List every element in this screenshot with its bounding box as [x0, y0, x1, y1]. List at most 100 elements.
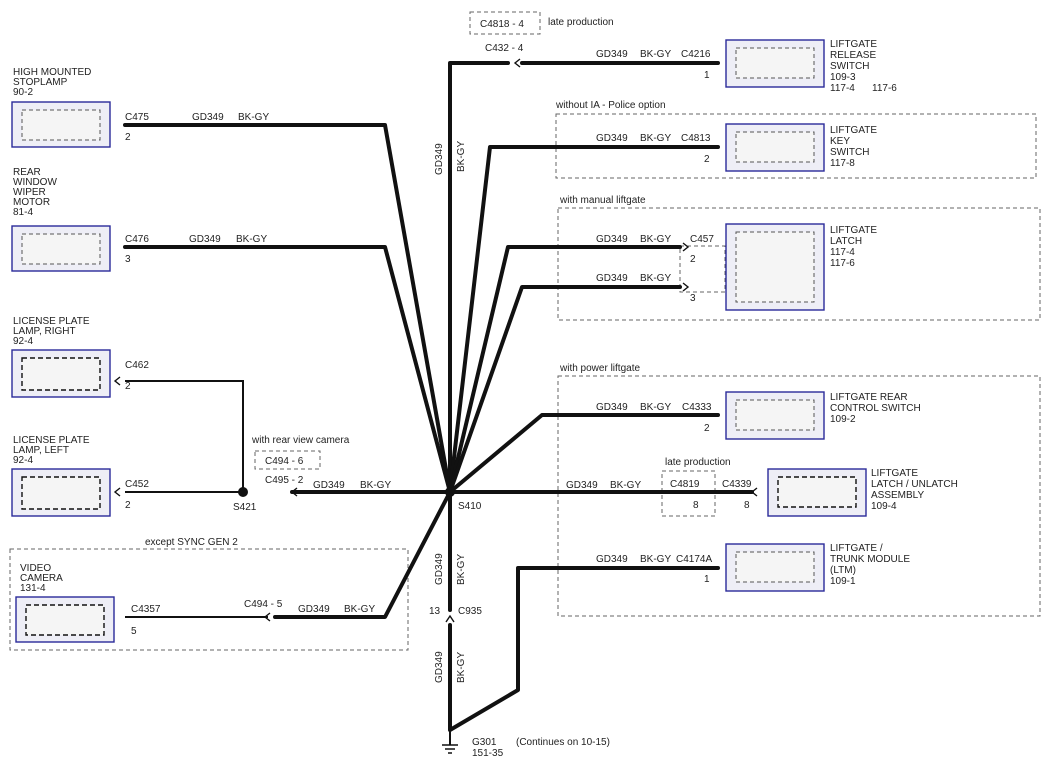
wiper-box-inner — [21, 233, 101, 265]
latch-assembly-name-1: LIFTGATE — [871, 468, 918, 479]
wiper-name-3: WIPER — [13, 187, 46, 198]
camera-name-2: CAMERA — [20, 573, 63, 584]
key-name-2: KEY — [830, 136, 850, 147]
c494-6-label: C494 - 6 — [265, 456, 304, 467]
latch-circuit-3: GD349 — [596, 273, 628, 284]
latch-color-2: BK-GY — [640, 234, 671, 245]
key-circuit: GD349 — [596, 133, 628, 144]
stoplamp-color: BK-GY — [238, 112, 269, 123]
region-without-ia — [555, 113, 1037, 179]
wiper-name-4: MOTOR — [13, 197, 50, 208]
rear-control-name-2: CONTROL SWITCH — [830, 403, 921, 414]
camera-ref: 131-4 — [20, 583, 46, 594]
release-connector: C4216 — [681, 49, 711, 60]
wiper-name-1: REAR — [13, 167, 41, 178]
wiper-ref: 81-4 — [13, 207, 33, 218]
release-color: BK-GY — [640, 49, 671, 60]
camera-box-inner — [25, 604, 105, 636]
latch-connector: C457 — [690, 234, 714, 245]
ltm-name-1: LIFTGATE / — [830, 543, 883, 554]
c495-arrow-icon — [290, 487, 298, 497]
wiper-name-2: WINDOW — [13, 177, 57, 188]
release-circuit: GD349 — [596, 49, 628, 60]
s421-color: BK-GY — [360, 480, 391, 491]
except-sync-label: except SYNC GEN 2 — [145, 537, 238, 548]
release-name-3: SWITCH — [830, 61, 869, 72]
rear-control-box-inner — [735, 399, 815, 431]
c457-box — [679, 245, 726, 293]
release-name-2: RELEASE — [830, 50, 876, 61]
wire-stoplamp — [123, 123, 452, 494]
latch-name-2: LATCH — [830, 236, 862, 247]
key-name-1: LIFTGATE — [830, 125, 877, 136]
c457-2-arrow-icon — [682, 242, 690, 252]
camera-name-1: VIDEO — [20, 563, 51, 574]
latch-assembly-circuit: GD349 — [566, 480, 598, 491]
c4339-arrow-icon — [750, 487, 758, 497]
latch-pin-2: 2 — [690, 254, 696, 265]
release-ref-2: 117-4 — [830, 83, 855, 94]
wiper-color: BK-GY — [236, 234, 267, 245]
release-ref-3: 117-6 — [872, 83, 897, 94]
c935-arrow-icon — [445, 614, 455, 623]
license-right-name-2: LAMP, RIGHT — [13, 326, 76, 337]
key-ref: 117-8 — [830, 158, 855, 169]
continues-label: (Continues on 10-15) — [516, 737, 610, 748]
ltm-box-inner — [735, 551, 815, 583]
key-connector: C4813 — [681, 133, 711, 144]
rear-control-name-1: LIFTGATE REAR — [830, 392, 908, 403]
latch-assembly-name-3: ASSEMBLY — [871, 490, 924, 501]
rear-view-camera-label: with rear view camera — [251, 435, 350, 446]
ground-circuit-label: GD349 — [434, 651, 445, 683]
wire-wiper — [123, 245, 452, 494]
without-ia-label: without IA - Police option — [555, 100, 666, 111]
wire-latch-3 — [448, 285, 682, 494]
c462-arrow-icon — [113, 376, 121, 386]
release-switch-box-inner — [735, 47, 815, 79]
ltm-connector: C4174A — [676, 554, 712, 565]
ground-icon — [442, 744, 458, 754]
wire-license-right — [125, 380, 244, 492]
ltm-name-2: TRUNK MODULE — [830, 554, 910, 565]
c4819-label: C4819 — [670, 479, 700, 490]
ltm-circuit: GD349 — [596, 554, 628, 565]
camera-color: BK-GY — [344, 604, 375, 615]
s410-label: S410 — [458, 501, 482, 512]
trunk-circuit-label: GD349 — [434, 143, 445, 175]
latch-color-3: BK-GY — [640, 273, 671, 284]
key-pin: 2 — [704, 154, 710, 165]
s421-label: S421 — [233, 502, 257, 513]
splice-s410 — [445, 487, 455, 497]
splice-s421 — [238, 487, 248, 497]
g301-ref: 151-35 — [472, 748, 504, 759]
ground-color-label: BK-GY — [456, 652, 467, 683]
camera-inline: C494 - 5 — [244, 599, 283, 610]
stoplamp-box-inner — [21, 109, 101, 141]
c935-pin: 13 — [429, 606, 441, 617]
lower-circuit-label: GD349 — [434, 553, 445, 585]
license-left-name-2: LAMP, LEFT — [13, 445, 69, 456]
license-left-box-inner — [21, 476, 101, 510]
c457-3-arrow-icon — [682, 282, 690, 292]
camera-connector: C4357 — [131, 604, 161, 615]
c432-label: C432 - 4 — [485, 43, 524, 54]
latch-ref-1: 117-4 — [830, 247, 855, 258]
stoplamp-name-1: HIGH MOUNTED — [13, 67, 91, 78]
g301-label: G301 — [472, 737, 497, 748]
c432-arrow-icon — [513, 58, 521, 68]
latch-ref-2: 117-6 — [830, 258, 855, 269]
c935-label: C935 — [458, 606, 482, 617]
rear-control-ref: 109-2 — [830, 414, 856, 425]
c494-5-arrow-icon — [263, 612, 271, 622]
c494-6-box — [254, 450, 321, 470]
wire-key-switch — [448, 145, 720, 494]
license-right-name-1: LICENSE PLATE — [13, 316, 90, 327]
key-color: BK-GY — [640, 133, 671, 144]
license-right-connector: C462 — [125, 360, 149, 371]
latch-assembly-connector: C4339 — [722, 479, 752, 490]
latch-pin-3: 3 — [690, 293, 696, 304]
region-except-sync — [9, 548, 409, 651]
region-power-liftgate — [557, 375, 1041, 617]
rear-control-pin: 2 — [704, 423, 710, 434]
